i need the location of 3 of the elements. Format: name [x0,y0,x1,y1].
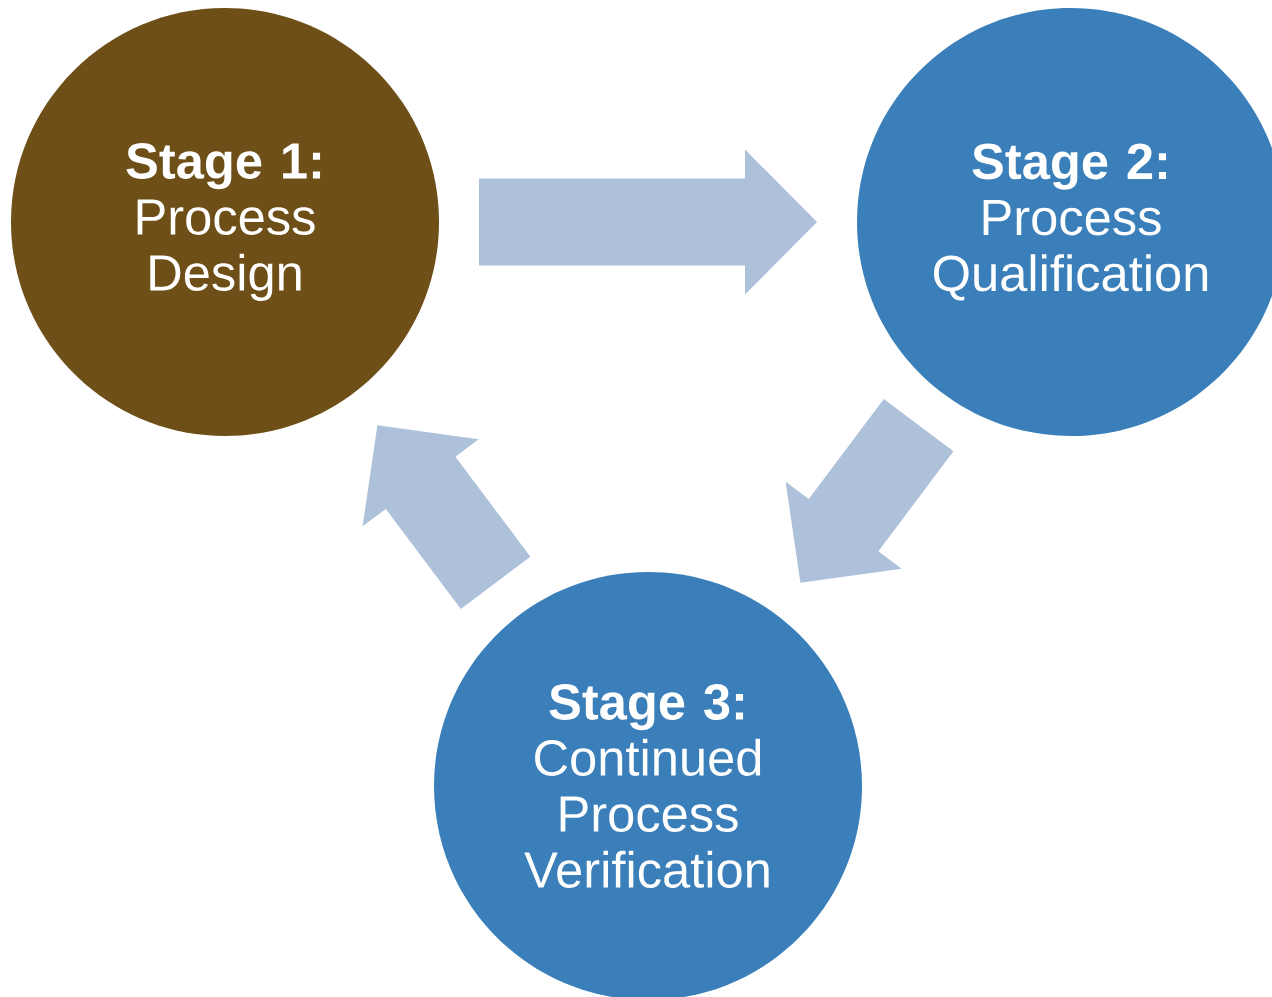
block-arrow [362,425,531,609]
block-arrow [785,399,954,583]
block-arrow [479,149,817,295]
